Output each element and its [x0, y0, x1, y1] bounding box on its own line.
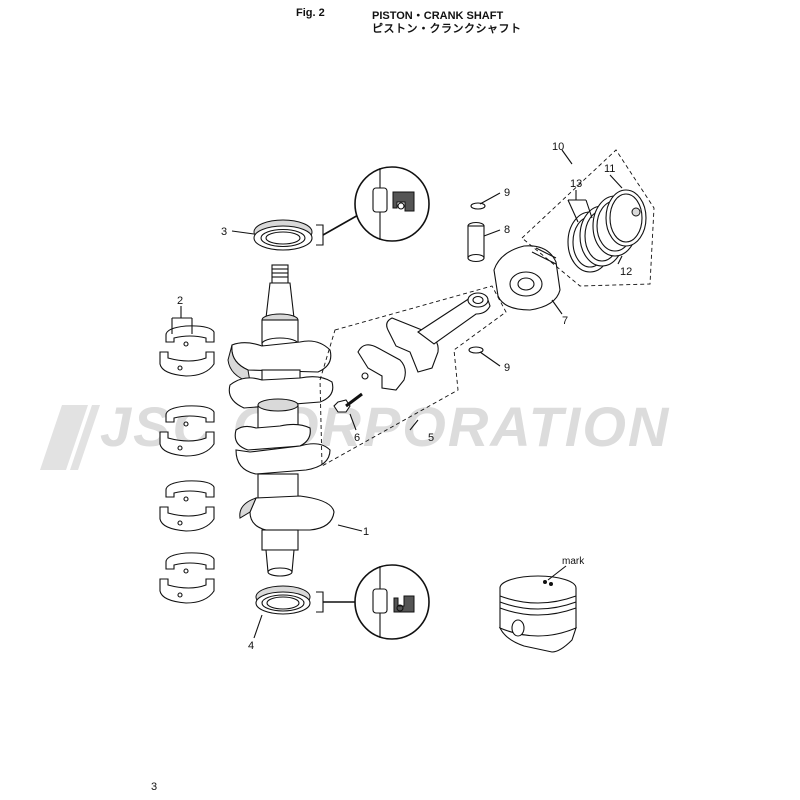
callout-1: 1: [363, 526, 369, 538]
callout-7: 7: [562, 315, 568, 327]
piston-reference-view: [498, 575, 577, 653]
callout-10: 10: [552, 141, 564, 153]
callout-3: 3: [221, 226, 227, 238]
seal-detail-circle-upper: [354, 166, 430, 242]
conrod-bolt: [333, 392, 363, 413]
callout-6: 6: [354, 432, 360, 444]
page-number: 3: [151, 781, 158, 793]
figure-title-en: PISTON・CRANK SHAFT: [372, 10, 504, 22]
main-bearing-3: [159, 480, 215, 532]
seal-detail-circle-lower: [354, 564, 430, 640]
connecting-rod: [357, 292, 491, 391]
circlip-upper: [470, 202, 486, 210]
figure-title-jp: ピストン・クランクシャフト: [372, 23, 522, 35]
crankshaft: [227, 264, 335, 577]
callout-5: 5: [428, 432, 434, 444]
piston-rings: [567, 189, 647, 273]
circlip-lower: [468, 346, 484, 354]
callout-13: 13: [570, 178, 582, 190]
callout-4: 4: [248, 640, 254, 652]
callout-9-lower: 9: [504, 362, 510, 374]
callout-11: 11: [604, 163, 615, 175]
callout-8: 8: [504, 224, 510, 236]
main-bearing-4: [159, 552, 215, 604]
oil-seal-upper: [253, 219, 313, 251]
main-bearing-2: [159, 405, 215, 457]
main-bearing-1: [159, 325, 215, 377]
figure-number: Fig. 2: [296, 7, 325, 19]
piston: [493, 245, 561, 311]
oil-seal-lower: [255, 585, 311, 615]
callout-12: 12: [620, 266, 632, 278]
piston-pin: [467, 221, 485, 263]
mark-label: mark: [562, 556, 585, 567]
callout-2: 2: [177, 295, 183, 307]
callout-9-upper: 9: [504, 187, 510, 199]
leader-lines: [171, 149, 623, 639]
piston-ring-group-outline: [521, 149, 655, 287]
